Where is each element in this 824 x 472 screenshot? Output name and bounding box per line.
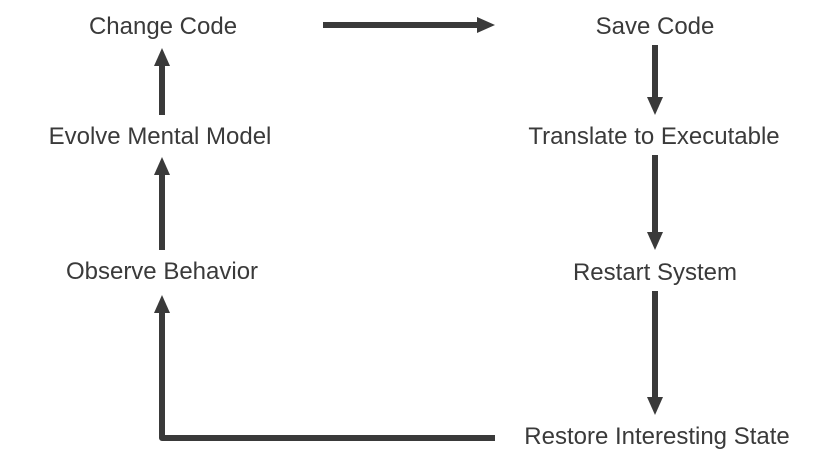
arrow-translate-to-restart — [647, 155, 663, 250]
node-translate-to-executable: Translate to Executable — [528, 123, 780, 151]
node-restart-system: Restart System — [572, 259, 738, 287]
node-evolve-mental-model: Evolve Mental Model — [48, 123, 272, 151]
arrow-restore-to-observe — [154, 295, 495, 441]
node-restore-interesting-state: Restore Interesting State — [524, 423, 790, 451]
arrow-restart-to-restore — [647, 291, 663, 415]
node-save-code: Save Code — [595, 13, 715, 41]
arrow-change-code-to-save-code — [323, 17, 495, 33]
node-observe-behavior: Observe Behavior — [65, 258, 259, 286]
node-change-code: Change Code — [88, 13, 238, 41]
arrow-save-code-to-translate — [647, 45, 663, 115]
arrow-evolve-to-change — [154, 48, 170, 115]
arrow-observe-to-evolve — [154, 157, 170, 250]
